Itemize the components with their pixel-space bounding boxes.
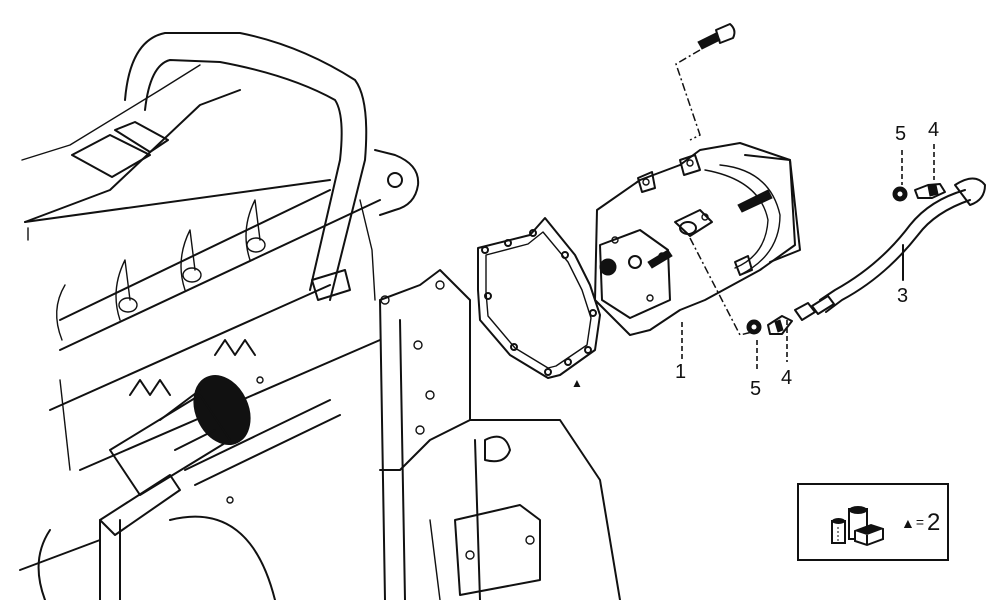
callout-4-lower: 4 [781, 367, 793, 389]
callout-5-upper: 5 [895, 123, 907, 145]
callout-1: 1 [675, 361, 687, 383]
engine-block [19, 32, 420, 600]
callout-3: 3 [897, 285, 909, 307]
gasket-kit-icon [831, 506, 884, 547]
legend-equals: = [915, 514, 925, 530]
gasket [477, 217, 601, 379]
legend-label: ▲=2 [901, 509, 940, 537]
legend-box: ▲=2 [797, 483, 949, 561]
bellows-hose [109, 375, 251, 496]
bolt [675, 23, 736, 141]
timing-housing [379, 269, 621, 600]
legend-value: 2 [927, 509, 941, 536]
gasket-marker: ▲ [571, 376, 583, 390]
legend-marker: ▲ [901, 515, 915, 531]
pipe-part-3 [811, 177, 986, 315]
callout-4-upper: 4 [928, 119, 940, 141]
lower-fittings [746, 302, 816, 335]
upper-fittings [892, 183, 946, 202]
housing-part-1 [594, 142, 801, 336]
callout-5-lower: 5 [750, 378, 762, 400]
